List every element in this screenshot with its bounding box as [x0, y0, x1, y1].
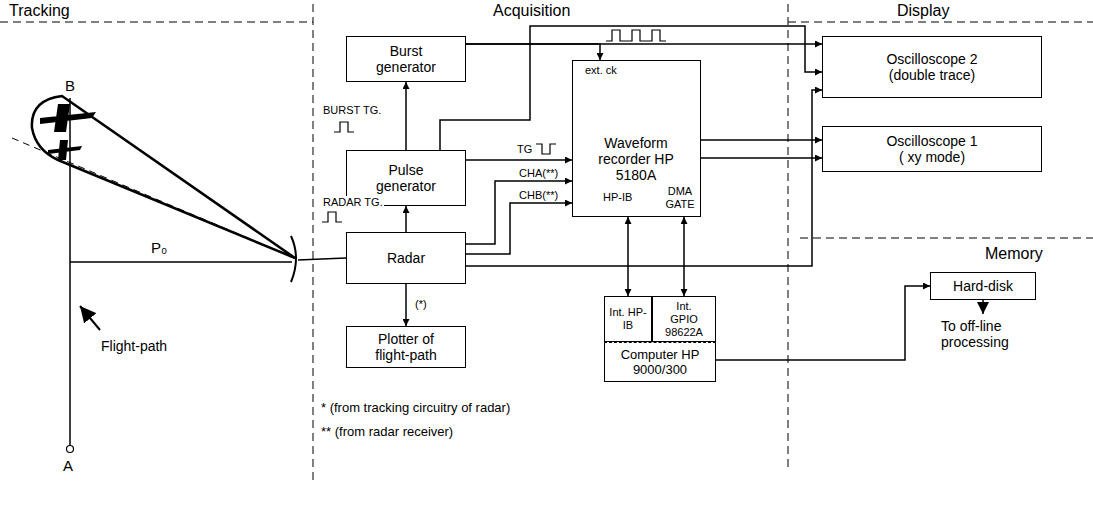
aircraft: [48, 140, 82, 160]
signal-connector: [405, 206, 407, 232]
footnote: * (from tracking circuitry of radar): [320, 400, 511, 416]
process-box: Int. GPIO 98622A: [652, 296, 716, 342]
signal-label: CHB(**): [518, 189, 559, 201]
process-box: Int. HP-IB: [604, 296, 652, 342]
antenna: [291, 236, 296, 282]
box-label: ext. ck: [585, 64, 617, 77]
region-divider: [0, 4, 1093, 480]
box-label: Hard-disk: [953, 278, 1013, 294]
process-box: Plotter of flight-path: [346, 326, 466, 368]
box-label: Oscilloscope 2: [886, 51, 977, 67]
signal-connector: [466, 43, 822, 45]
direction-arrow: [80, 306, 100, 330]
process-box: Oscilloscope 2(double trace): [822, 36, 1042, 98]
signal-connector: [466, 181, 572, 244]
box-label: Radar: [387, 250, 425, 266]
leader-arrow: [982, 300, 984, 314]
box-label: HP-IB: [603, 191, 632, 204]
point-a: [67, 446, 74, 453]
pulse-symbol: [334, 122, 354, 132]
box-label: Waveform recorder HP 5180A: [583, 135, 689, 183]
signal-label: (*): [414, 298, 428, 310]
signal-connector: [466, 203, 572, 254]
signal-connector: [716, 286, 930, 360]
box-label: Int. GPIO 98622A: [663, 300, 705, 339]
section-heading: Tracking: [8, 3, 71, 19]
radar-beam: [32, 96, 295, 258]
pulse-train: [606, 30, 666, 41]
signal-connector: [701, 139, 822, 141]
box-label: Burst generator: [369, 43, 443, 75]
signal-label: TG: [516, 143, 533, 155]
footnote: ** (from radar receiver): [320, 424, 454, 440]
signal-label: BURST TG.: [322, 104, 382, 116]
section-heading: Memory: [984, 246, 1044, 262]
signal-connector: [701, 157, 822, 159]
box-label: (double trace): [889, 67, 975, 83]
flight-path-label: Flight-path: [100, 338, 168, 354]
aircraft: [40, 104, 96, 132]
box-label: Int. HP-IB: [609, 306, 647, 332]
beam-axis: [12, 138, 295, 258]
process-box: Hard-disk: [930, 272, 1036, 300]
point-label: B: [64, 78, 76, 94]
signal-connector: [466, 159, 572, 161]
output-note: To off-line processing: [940, 318, 1042, 350]
region-divider: [788, 22, 1093, 23]
signal-connector: [405, 284, 407, 326]
region-divider: [788, 4, 789, 470]
box-label: Computer HP 9000/300: [611, 347, 709, 377]
box-label: Plotter of flight-path: [361, 331, 451, 363]
box-label: Pulse generator: [369, 162, 443, 194]
point-label: A: [62, 458, 74, 474]
signal-connector: [627, 217, 629, 296]
region-divider: [313, 4, 314, 480]
range-line: [70, 258, 346, 262]
box-label: ( xy mode): [899, 149, 965, 165]
distance-label: P₀: [150, 240, 168, 256]
signal-label: CHA(**): [518, 167, 559, 179]
box-label: DMA GATE: [663, 185, 697, 211]
process-box: Radar: [346, 232, 466, 284]
section-heading: Display: [896, 3, 950, 19]
signal-label: RADAR TG.: [322, 196, 384, 208]
pulse-symbol: [322, 212, 342, 222]
signal-connector: [466, 44, 600, 60]
pulse-symbol: [536, 144, 556, 154]
region-divider: [800, 238, 1093, 239]
process-box: ext. ck Waveform recorder HP 5180A HP-IB DM…: [572, 60, 701, 217]
region-divider: [0, 22, 313, 23]
box-label: Oscilloscope 1: [886, 133, 977, 149]
signal-connector: [405, 82, 407, 150]
signal-connector: [683, 217, 685, 296]
section-heading: Acquisition: [492, 3, 571, 19]
process-box: Burst generator: [346, 36, 466, 82]
process-box: Oscilloscope 1( xy mode): [822, 126, 1042, 172]
process-box: Computer HP 9000/300: [604, 342, 716, 382]
